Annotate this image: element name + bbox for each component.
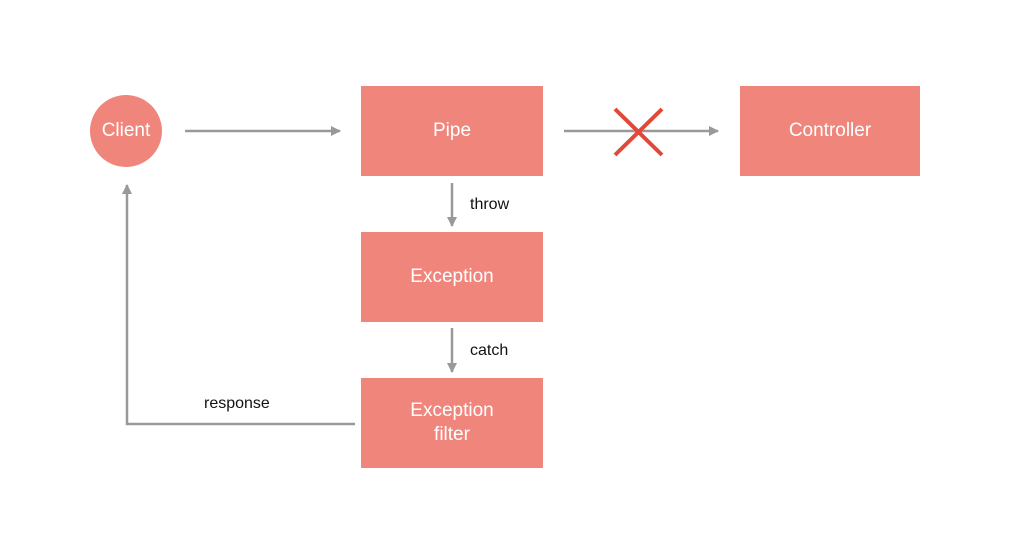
exception-filter-node: Exception filter [361, 378, 543, 468]
client-node: Client [90, 95, 162, 167]
exception-filter-label: Exception filter [410, 400, 494, 445]
exception-node: Exception [361, 232, 543, 322]
pipe-label: Pipe [432, 120, 472, 141]
controller-label: Controller [788, 120, 872, 141]
blocked-x-icon [613, 107, 664, 157]
controller-node: Controller [740, 86, 920, 176]
pipe-node: Pipe [361, 86, 543, 176]
arrow-filter-to-client [122, 184, 355, 426]
throw-label: throw [470, 196, 510, 213]
catch-label: catch [470, 342, 509, 359]
response-label: response [204, 395, 270, 412]
exception-label: Exception [410, 266, 494, 287]
client-label: Client [101, 120, 151, 141]
